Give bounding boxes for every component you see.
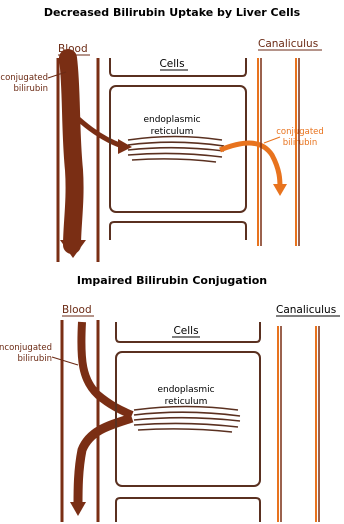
cell-bottom: [110, 222, 246, 240]
unconjugated-pointer-2: [52, 357, 78, 365]
endoplasmic-reticulum-1: [128, 137, 224, 163]
bilirubin-flow-main: [68, 58, 75, 245]
bilirubin-uptake-arrowhead: [118, 139, 132, 154]
unconjugated-label-2-1: unconjugated: [0, 343, 52, 353]
unconjugated-label-1: unconjugated: [0, 73, 48, 83]
cells-label: Cells: [159, 58, 184, 70]
panel-uptake: Decreased Bilirubin Uptake by Liver Cell…: [0, 6, 324, 262]
conjugated-label-2: bilirubin: [283, 138, 318, 148]
endoplasmic-reticulum-2: [134, 407, 240, 433]
unconjugated-label-2-2: bilirubin: [17, 354, 52, 364]
panel-2-title: Impaired Bilirubin Conjugation: [77, 274, 267, 287]
canaliculus-label-2: Canaliculus: [276, 304, 336, 316]
conjugated-bilirubin-flow: [220, 143, 280, 188]
er-label-1: endoplasmic: [143, 115, 200, 125]
conjugated-label-1: conjugated: [276, 127, 324, 137]
panel-conjugation: Impaired Bilirubin Conjugation Blood unc…: [0, 274, 340, 522]
conjugated-bilirubin-arrowhead: [273, 184, 287, 196]
er-label-2: reticulum: [151, 127, 194, 137]
cell-bottom-2: [116, 498, 260, 522]
er-label-2-1: endoplasmic: [157, 385, 214, 395]
bilirubin-flow-back: [78, 418, 132, 505]
bilirubin-flow-back-arrowhead: [70, 502, 86, 516]
cells-label-2: Cells: [173, 325, 198, 337]
conjugated-pointer: [264, 137, 280, 143]
bilirubin-flow-main-arrowhead: [60, 240, 86, 258]
blood-label-2: Blood: [62, 304, 92, 316]
er-label-2-2: reticulum: [165, 397, 208, 407]
bilirubin-flow-in: [81, 322, 132, 415]
canaliculus-label: Canaliculus: [258, 38, 318, 50]
panel-1-title: Decreased Bilirubin Uptake by Liver Cell…: [44, 6, 301, 19]
unconjugated-label-2: bilirubin: [13, 84, 48, 94]
